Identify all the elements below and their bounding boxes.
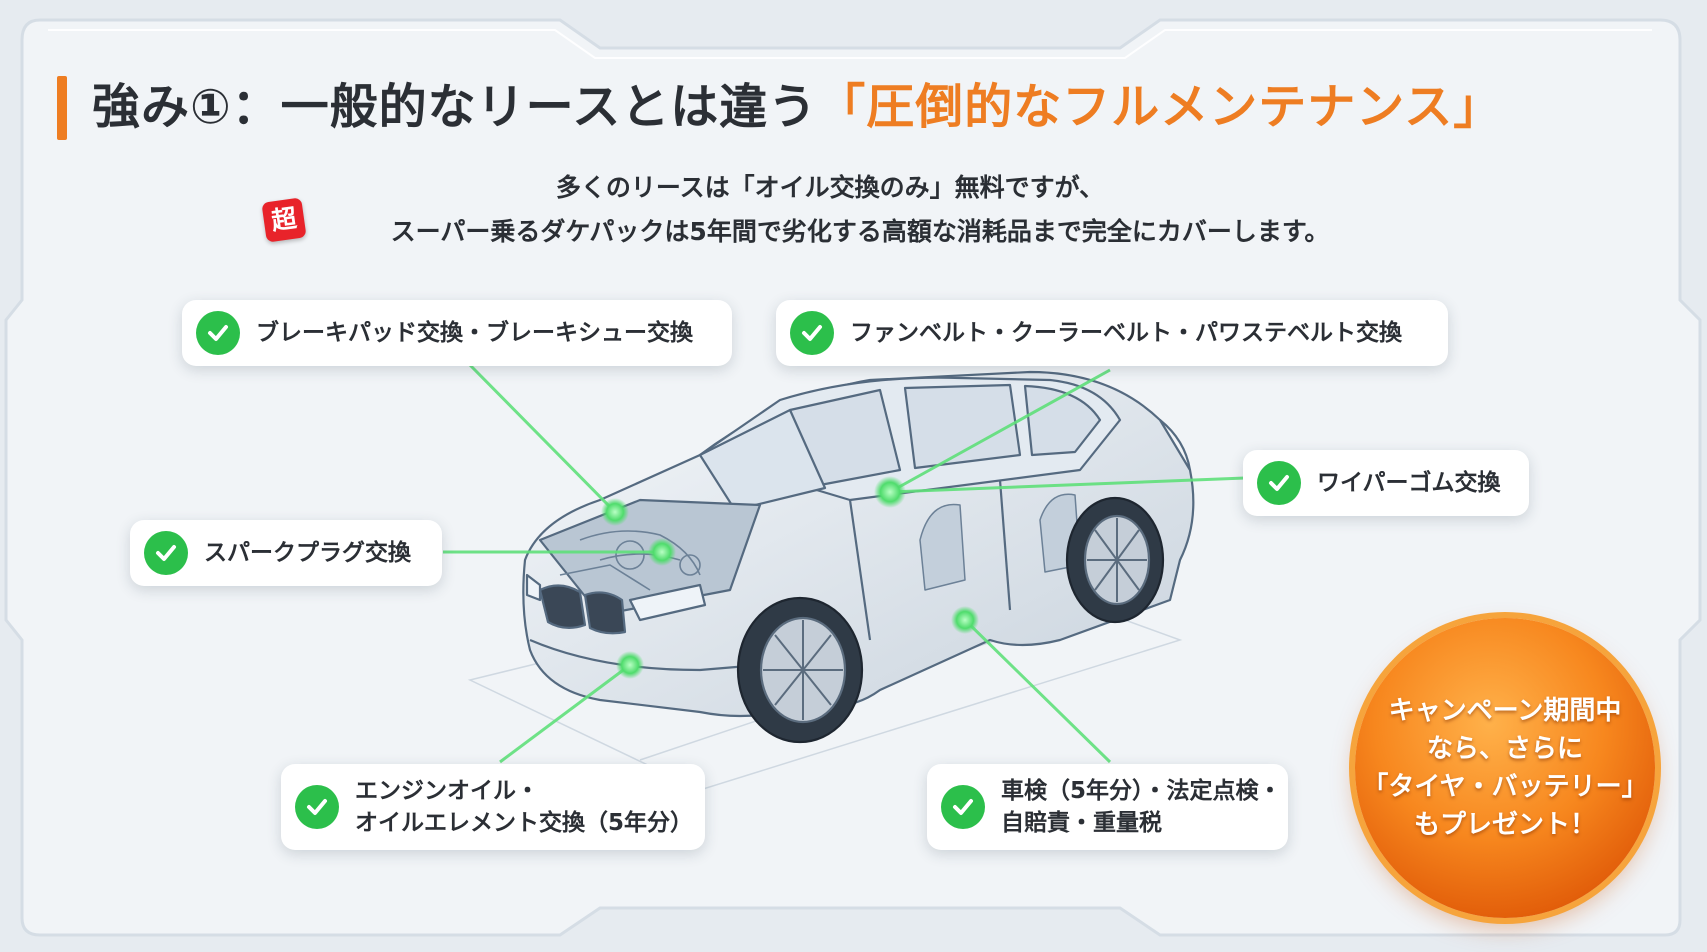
title-main: 強み①：一般的なリースとは違う: [92, 79, 818, 135]
item-label: ファンベルト・クーラーベルト・パワステベルト交換: [850, 320, 1402, 346]
glow-points: [601, 476, 979, 679]
item-label: スパークプラグ交換: [204, 540, 411, 566]
title-accent-bar: [57, 76, 67, 140]
item-card-belt: ファンベルト・クーラーベルト・パワステベルト交換: [776, 300, 1448, 366]
item-card-inspection: 車検（5年分）・法定点検・自賠責・重量税: [927, 764, 1288, 850]
item-label: 車検（5年分）・法定点検・自賠責・重量税: [1001, 778, 1282, 836]
campaign-badge: キャンペーン期間中 なら、さらに 「タイヤ・バッテリー」 もプレゼント！: [1355, 618, 1655, 918]
check-icon: [1257, 461, 1301, 505]
check-icon: [941, 785, 985, 829]
leader-lines: [443, 363, 1246, 764]
item-card-engine-oil: エンジンオイル・オイルエレメント交換（5年分）: [281, 764, 705, 850]
item-card-brake: ブレーキパッド交換・ブレーキシュー交換: [182, 300, 732, 366]
check-icon: [295, 785, 339, 829]
item-card-spark-plug: スパークプラグ交換: [130, 520, 442, 586]
campaign-line: もプレゼント！: [1413, 810, 1596, 840]
car-illustration: [522, 370, 1195, 744]
campaign-line: 「タイヤ・バッテリー」: [1362, 772, 1648, 802]
campaign-line: なら、さらに: [1426, 734, 1583, 764]
page-title: 強み①：一般的なリースとは違う「圧倒的なフルメンテナンス」: [92, 72, 1502, 142]
item-label: ブレーキパッド交換・ブレーキシュー交換: [256, 320, 693, 346]
item-label: エンジンオイル・オイルエレメント交換（5年分）: [355, 778, 694, 836]
subtitle-line-2: スーパー乗るダケパックは5年間で劣化する高額な消耗品まで完全にカバーします。: [390, 217, 1330, 246]
check-icon: [144, 531, 188, 575]
title-accent: 「圧倒的なフルメンテナンス」: [817, 79, 1503, 135]
item-label: ワイパーゴム交換: [1317, 470, 1501, 496]
item-card-wiper: ワイパーゴム交換: [1243, 450, 1529, 516]
check-icon: [790, 311, 834, 355]
subtitle-line-1: 多くのリースは「オイル交換のみ」無料ですが、: [555, 173, 1105, 202]
check-icon: [196, 311, 240, 355]
campaign-line: キャンペーン期間中: [1388, 696, 1622, 726]
